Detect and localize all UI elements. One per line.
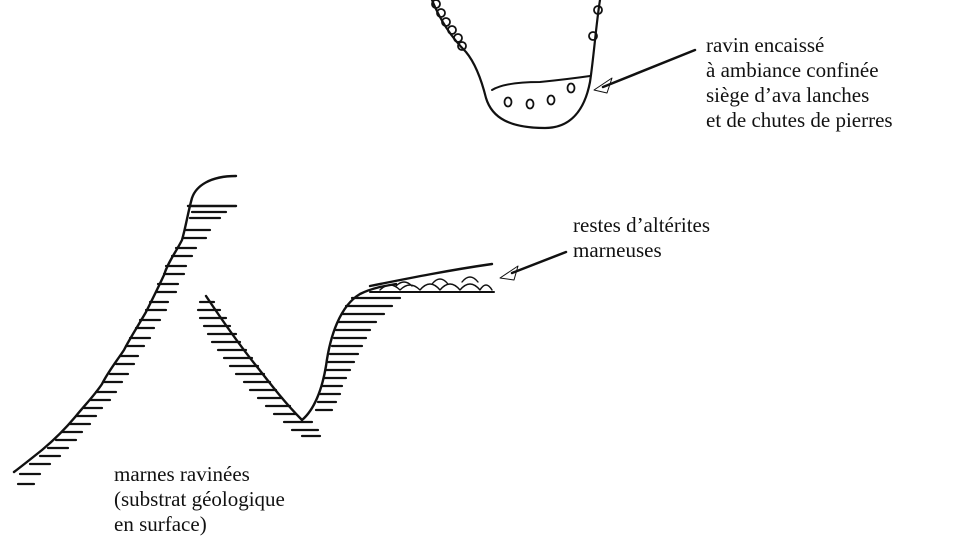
ravin-arrow	[594, 50, 695, 93]
ravin-label-line: et de chutes de pierres	[706, 108, 893, 133]
ravin-label-line: ravin encaissé	[706, 33, 893, 58]
alterites-label: restes d’altérites marneuses	[573, 213, 710, 263]
alterites-label-line: marneuses	[573, 238, 710, 263]
pebble	[548, 96, 555, 105]
v-gully-right-wall	[302, 284, 396, 420]
marnes-label: marnes ravinées (substrat géologique en …	[114, 462, 285, 537]
pebble	[454, 34, 462, 42]
plateau-surface	[370, 264, 492, 286]
ravin-label: ravin encaissé à ambiance confinée siège…	[706, 33, 893, 133]
upper-ravine	[432, 0, 602, 128]
ravin-label-line: à ambiance confinée	[706, 58, 893, 83]
badlands-slopes	[14, 176, 494, 472]
left-escarpment-profile	[14, 176, 236, 472]
alterites-label-line: restes d’altérites	[573, 213, 710, 238]
v-gully-left-wall	[206, 296, 302, 420]
pebble	[527, 100, 534, 109]
marnes-label-line: (substrat géologique	[114, 487, 285, 512]
marnes-label-line: marnes ravinées	[114, 462, 285, 487]
marl-hatching	[18, 212, 400, 484]
pebble	[448, 26, 456, 34]
pebble	[505, 98, 512, 107]
pebble	[568, 84, 575, 93]
upper-ravine-left-wall	[432, 0, 600, 128]
ravin-label-line: siège d’ava lanches	[706, 83, 893, 108]
alterites-arrow	[500, 252, 566, 280]
marnes-label-line: en surface)	[114, 512, 285, 537]
